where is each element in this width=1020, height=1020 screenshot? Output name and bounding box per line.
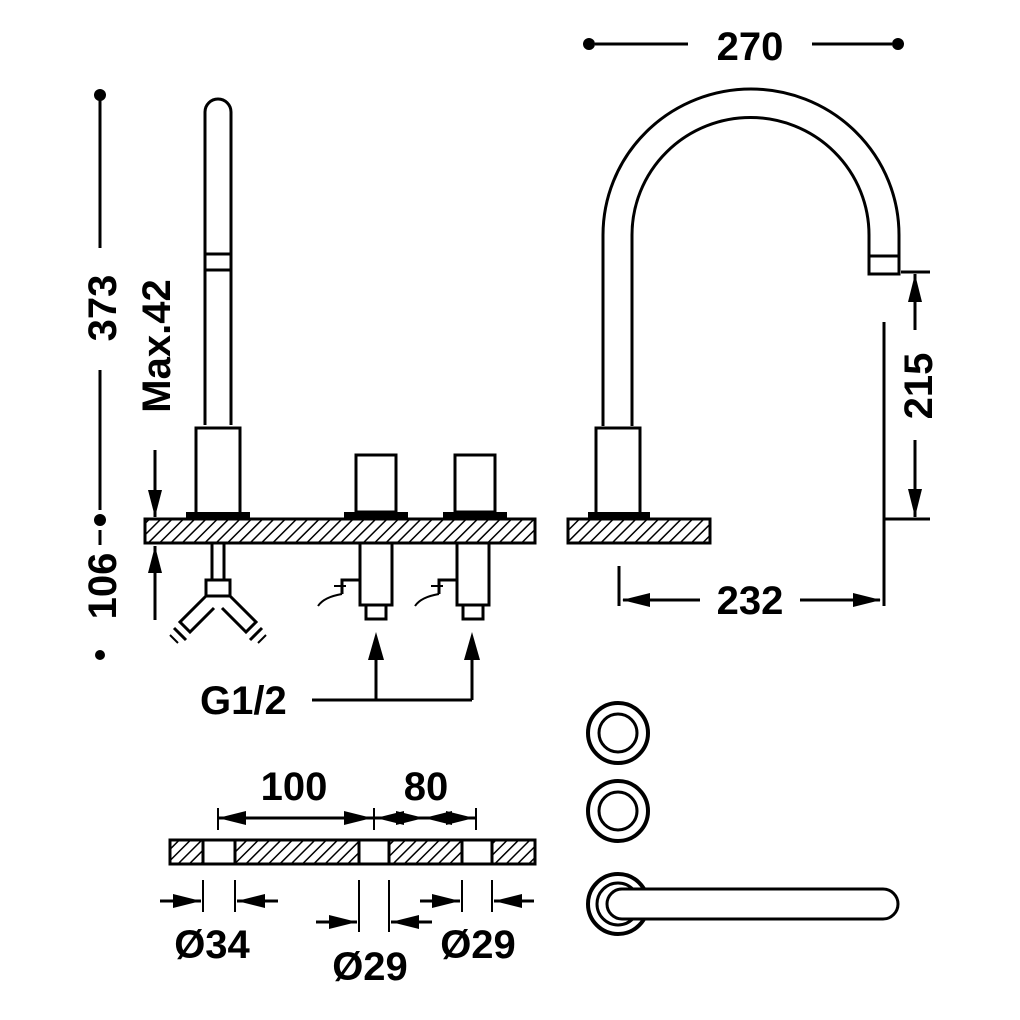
spacing-80-label: 80 — [404, 765, 449, 809]
spout-side-view — [186, 97, 250, 519]
max-deck-dimension — [148, 450, 162, 620]
spout-reach-label: 270 — [717, 25, 784, 69]
deck-section-right — [566, 517, 712, 545]
total-height-label: 373 — [81, 275, 125, 342]
connection-label: G1/2 — [200, 679, 287, 723]
total-height-dimension — [94, 89, 106, 660]
hole-1-label: Ø34 — [174, 923, 250, 967]
connection-leader — [312, 632, 480, 702]
spout-height-label: 215 — [897, 353, 941, 420]
hole-3-label: Ø29 — [440, 923, 516, 967]
under-deck-label: 106 — [81, 553, 125, 620]
spout-reach-dimension — [583, 38, 904, 50]
deck-hole-section — [168, 838, 537, 866]
valve-body-right — [414, 541, 491, 621]
spout-projection-dimension — [617, 322, 886, 607]
spacing-100-label: 100 — [261, 765, 328, 809]
handle-top-view-2 — [586, 779, 650, 843]
handle-right-side-view — [443, 453, 507, 519]
y-connector — [169, 543, 267, 644]
hole-diameter-dimensions — [160, 880, 534, 932]
handle-left-side-view — [344, 453, 408, 519]
spout-height-dimension — [885, 270, 930, 521]
hole-2-label: Ø29 — [332, 945, 408, 989]
handle-top-view-1 — [586, 701, 650, 765]
valve-body-left — [317, 541, 394, 621]
hole-spacing-dimension — [217, 808, 477, 830]
spout-projection-label: 232 — [717, 579, 784, 623]
max-deck-label: Max.42 — [135, 279, 179, 412]
gooseneck-spout — [588, 87, 901, 519]
spout-top-view — [586, 872, 900, 936]
deck-section-left — [143, 517, 537, 545]
